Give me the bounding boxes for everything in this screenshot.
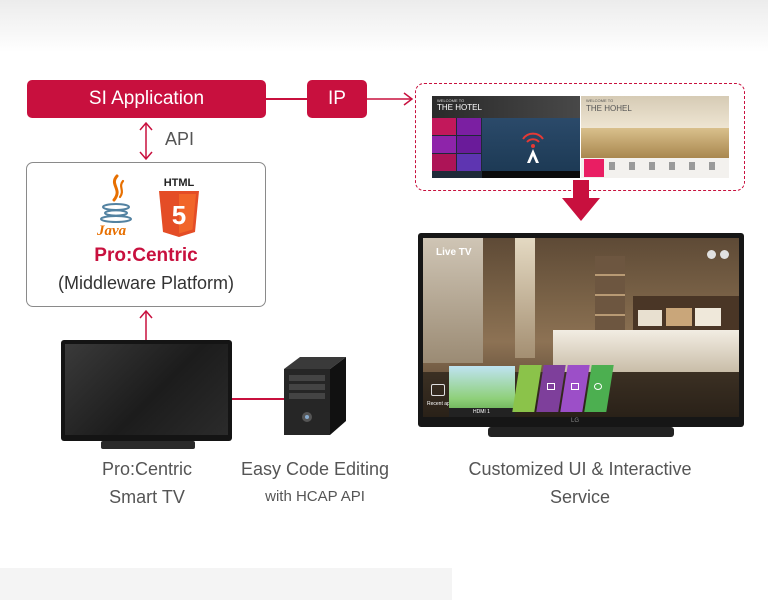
- smart-tv-stand: [101, 441, 195, 449]
- welcome-text-b: WELCOME TO: [586, 98, 614, 103]
- si-ip-connector: [266, 98, 307, 100]
- si-application-box: SI Application: [27, 80, 266, 118]
- bottom-band: [0, 568, 452, 600]
- hotel-screen-a: WELCOME TO THE HOTEL: [432, 96, 580, 178]
- hotel-screen-b: WELCOME TO THE HOHEL: [581, 96, 729, 178]
- html-label: HTML: [163, 177, 195, 189]
- top-gradient-band: [0, 0, 768, 52]
- recent-icon[interactable]: [431, 384, 445, 396]
- photo-icon: [571, 383, 579, 390]
- down-arrow-icon: [562, 180, 600, 221]
- smart-tv: [61, 340, 232, 441]
- java-logo-icon: Java: [96, 174, 132, 239]
- api-double-arrow: [139, 121, 153, 161]
- curtain: [515, 238, 535, 358]
- caption-custom-line2: Service: [549, 487, 611, 507]
- tv-server-connector: [232, 398, 284, 400]
- middleware-subtitle: (Middleware Platform): [57, 273, 235, 293]
- hotel-tv-screen: Recent ap.. HDMI 1: [423, 238, 739, 417]
- caption-custom-line1: Customized UI & Interactive: [468, 459, 692, 479]
- caption-code-line1: Easy Code Editing: [240, 459, 390, 479]
- java-wordmark: Java: [96, 223, 127, 239]
- cursor-icon: [527, 149, 539, 163]
- si-application-label: SI Application: [88, 88, 205, 109]
- hotel-tv: Recent ap.. HDMI 1 Live TV LG: [418, 233, 744, 427]
- middleware-box: Java HTML 5 Pro:Centric (Middleware Plat…: [26, 162, 266, 307]
- caption-tv-line1: Pro:Centric: [101, 459, 193, 479]
- pillow-1: [638, 310, 662, 326]
- procentric-brand: Pro:Centric: [94, 245, 198, 266]
- smart-tv-screen: [65, 344, 228, 435]
- server-icon: [284, 357, 346, 435]
- music-icon: [547, 383, 555, 390]
- hotel-title-b: THE HOHEL: [586, 104, 632, 113]
- window-left: [423, 238, 483, 363]
- html5-shield-icon: 5: [159, 191, 199, 237]
- recent-label: Recent ap..: [427, 401, 453, 407]
- pillow-3: [695, 308, 721, 326]
- hdmi-tile[interactable]: [449, 366, 515, 416]
- ip-arrow: [367, 92, 414, 106]
- caption-tv-line2: Smart TV: [109, 487, 185, 507]
- tv-to-middleware-arrow: [139, 309, 153, 340]
- pillow-2: [666, 308, 692, 326]
- brand-logo: LG: [571, 418, 580, 424]
- app-icon: [594, 383, 602, 390]
- wifi-icon: [522, 132, 544, 148]
- settings-icon[interactable]: [720, 250, 729, 259]
- input-icon[interactable]: [707, 250, 716, 259]
- html5-number: 5: [172, 200, 186, 230]
- hdmi-label: HDMI 1: [473, 409, 490, 415]
- live-tv-label: Live TV: [436, 247, 472, 258]
- hotel-title-a: THE HOTEL: [437, 103, 482, 112]
- caption-code-line2: with HCAP API: [265, 488, 365, 505]
- api-label: API: [165, 129, 195, 149]
- ip-label: IP: [328, 88, 346, 109]
- hotel-tv-stand: [488, 427, 674, 437]
- welcome-text-a: WELCOME TO: [437, 98, 465, 103]
- ip-box: IP: [307, 80, 367, 118]
